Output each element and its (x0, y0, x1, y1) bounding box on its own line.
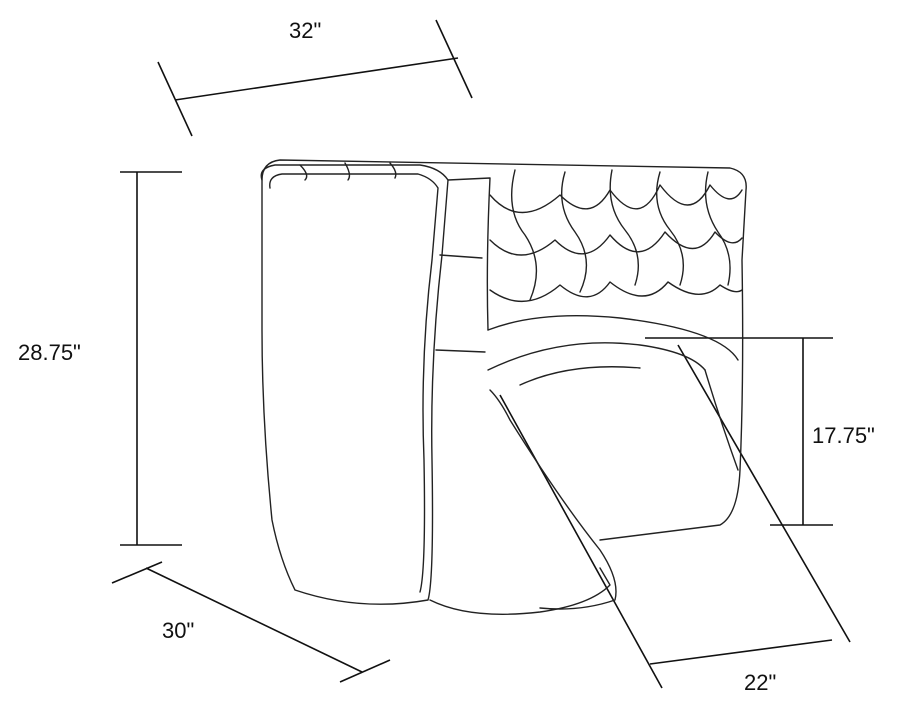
height-dimension-line (120, 171, 182, 546)
seat-height-label: 17.75" (812, 423, 875, 448)
width-label: 32" (289, 18, 322, 43)
seat-height-dimension-line (645, 337, 833, 526)
seat-depth-dimension-line (499, 344, 851, 689)
height-label: 28.75" (18, 340, 81, 365)
seat-depth-label: 22" (744, 670, 777, 695)
width-dimension-line (157, 19, 473, 137)
depth-label: 30" (162, 618, 195, 643)
depth-dimension-line (111, 561, 391, 683)
swivel-chair (260, 159, 747, 615)
